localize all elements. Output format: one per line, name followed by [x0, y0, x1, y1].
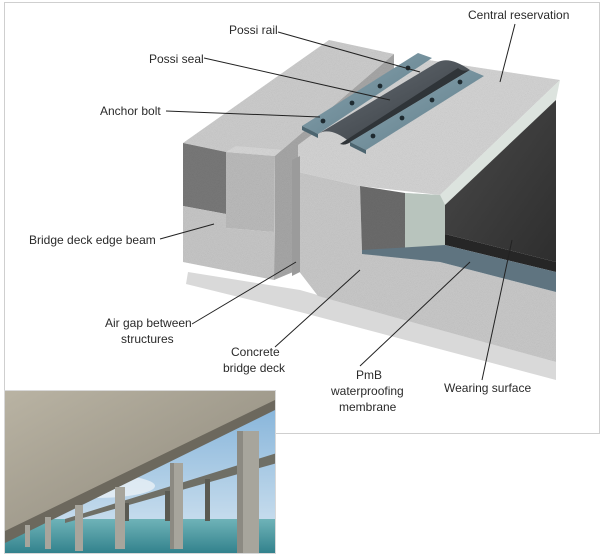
- possi-seal: [318, 60, 470, 145]
- wearing-surface: [445, 100, 556, 272]
- label-concrete-line2: bridge deck: [223, 361, 286, 375]
- bridge-photo: [4, 390, 276, 554]
- label-anchor-bolt: Anchor bolt: [100, 104, 161, 118]
- ground-shadow: [186, 272, 556, 380]
- label-pmb-line2: waterproofing: [330, 384, 404, 398]
- possi-rail-left: [302, 53, 432, 138]
- label-possi-rail: Possi rail: [229, 23, 278, 37]
- label-air-gap-line2: structures: [121, 332, 174, 346]
- label-air-gap-line1: Air gap between: [105, 316, 192, 330]
- label-pmb-line1: PmB: [356, 368, 382, 382]
- anchor-bolts: [320, 65, 463, 139]
- label-pmb-line3: membrane: [339, 400, 397, 414]
- label-wearing-surface: Wearing surface: [444, 381, 531, 395]
- kerb: [405, 80, 560, 258]
- possi-rail-right: [350, 70, 484, 154]
- leader-lines: [159, 23, 516, 381]
- bridge-deck-block: [298, 58, 560, 362]
- label-edge-beam: Bridge deck edge beam: [29, 233, 156, 247]
- label-central-reservation: Central reservation: [468, 8, 569, 22]
- pmb-membrane: [362, 245, 556, 292]
- label-concrete-line1: Concrete: [231, 345, 280, 359]
- air-gap: [292, 156, 300, 276]
- label-possi-seal: Possi seal: [149, 52, 204, 66]
